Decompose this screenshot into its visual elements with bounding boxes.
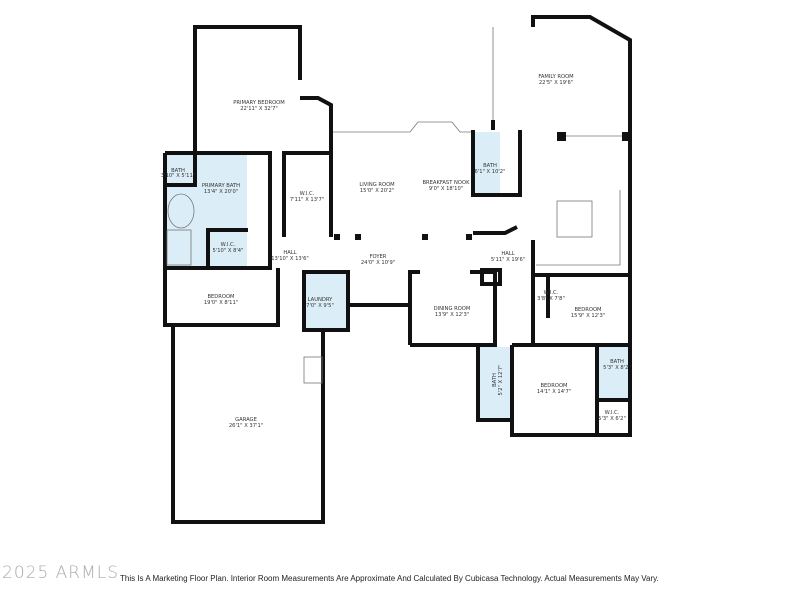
room-name: BEDROOM [540, 383, 567, 389]
room-name: HALL [283, 250, 296, 256]
disclaimer-text: This Is A Marketing Floor Plan. Interior… [120, 574, 659, 583]
room-name: W.I.C. [300, 191, 315, 197]
room-dims: 15'0" X 20'2" [360, 188, 394, 194]
room-dims: 22'11" X 32'7" [240, 106, 278, 112]
room-dims: 15'9" X 12'3" [571, 313, 605, 319]
room-dims: 7'0" X 9'5" [306, 303, 334, 309]
bath-right-area [598, 347, 628, 399]
room-dims: 5'10" X 8'4" [213, 248, 244, 254]
room-dims: 13'9" X 12'3" [435, 312, 469, 318]
room-name: W.I.C. [605, 410, 620, 416]
room-dims: 24'0" X 10'9" [361, 260, 395, 266]
floor-plan: PRIMARY BEDROOM 22'11" X 32'7" BATH 3'10… [161, 15, 632, 524]
room-name: LIVING ROOM [359, 182, 394, 188]
room-name: PRIMARY BEDROOM [233, 100, 284, 106]
room-name: BEDROOM [574, 307, 601, 313]
room-dims: 19'0" X 8'11" [204, 300, 238, 306]
room-dims: 3'8" X 7'8" [537, 296, 565, 302]
room-dims: 7'11" X 13'7" [290, 197, 324, 203]
room-dims: 14'1" X 14'7" [537, 389, 571, 395]
room-name: HALL [501, 251, 514, 257]
room-dims: 3'10" X 5'11" [161, 173, 195, 179]
room-name: BATH [492, 373, 498, 387]
room-name: BATH [483, 163, 497, 169]
room-name: BATH [610, 359, 624, 365]
room-name: W.I.C. [544, 290, 559, 296]
armls-watermark: 2025 ARMLS [2, 563, 120, 583]
bath-center-area [475, 132, 500, 194]
room-dims: 13'4" X 20'0" [204, 189, 238, 195]
room-dims: 5'3" X 8'2" [603, 365, 631, 371]
room-dims: 6'1" X 10'2" [475, 169, 506, 175]
room-labels: PRIMARY BEDROOM 22'11" X 32'7" BATH 3'10… [161, 74, 631, 429]
room-dims: 26'1" X 37'1" [229, 423, 263, 429]
room-name: BREAKFAST NOOK [422, 180, 470, 186]
room-name: LAUNDRY [308, 297, 334, 303]
laundry-area [306, 274, 348, 329]
room-dims: 13'10" X 13'6" [271, 256, 309, 262]
room-name: FOYER [370, 254, 387, 260]
room-dims: 5'11" X 19'6" [491, 257, 525, 263]
room-name: GARAGE [235, 417, 257, 423]
room-name: PRIMARY BATH [202, 183, 240, 189]
room-dims: 9'0" X 18'10" [429, 186, 463, 192]
room-dims: 5'3" X 6'2" [598, 416, 626, 422]
room-name: BATH [171, 168, 185, 174]
room-name: W.I.C. [221, 242, 236, 248]
bath-vertical-area [480, 347, 511, 419]
room-dims: 22'5" X 19'6" [539, 80, 573, 86]
room-name: DINING ROOM [434, 306, 471, 312]
room-name: BEDROOM [207, 294, 234, 300]
walls [163, 15, 632, 524]
room-dims: 5'2" X 12'7" [498, 365, 504, 396]
room-name: FAMILY ROOM [538, 74, 573, 80]
